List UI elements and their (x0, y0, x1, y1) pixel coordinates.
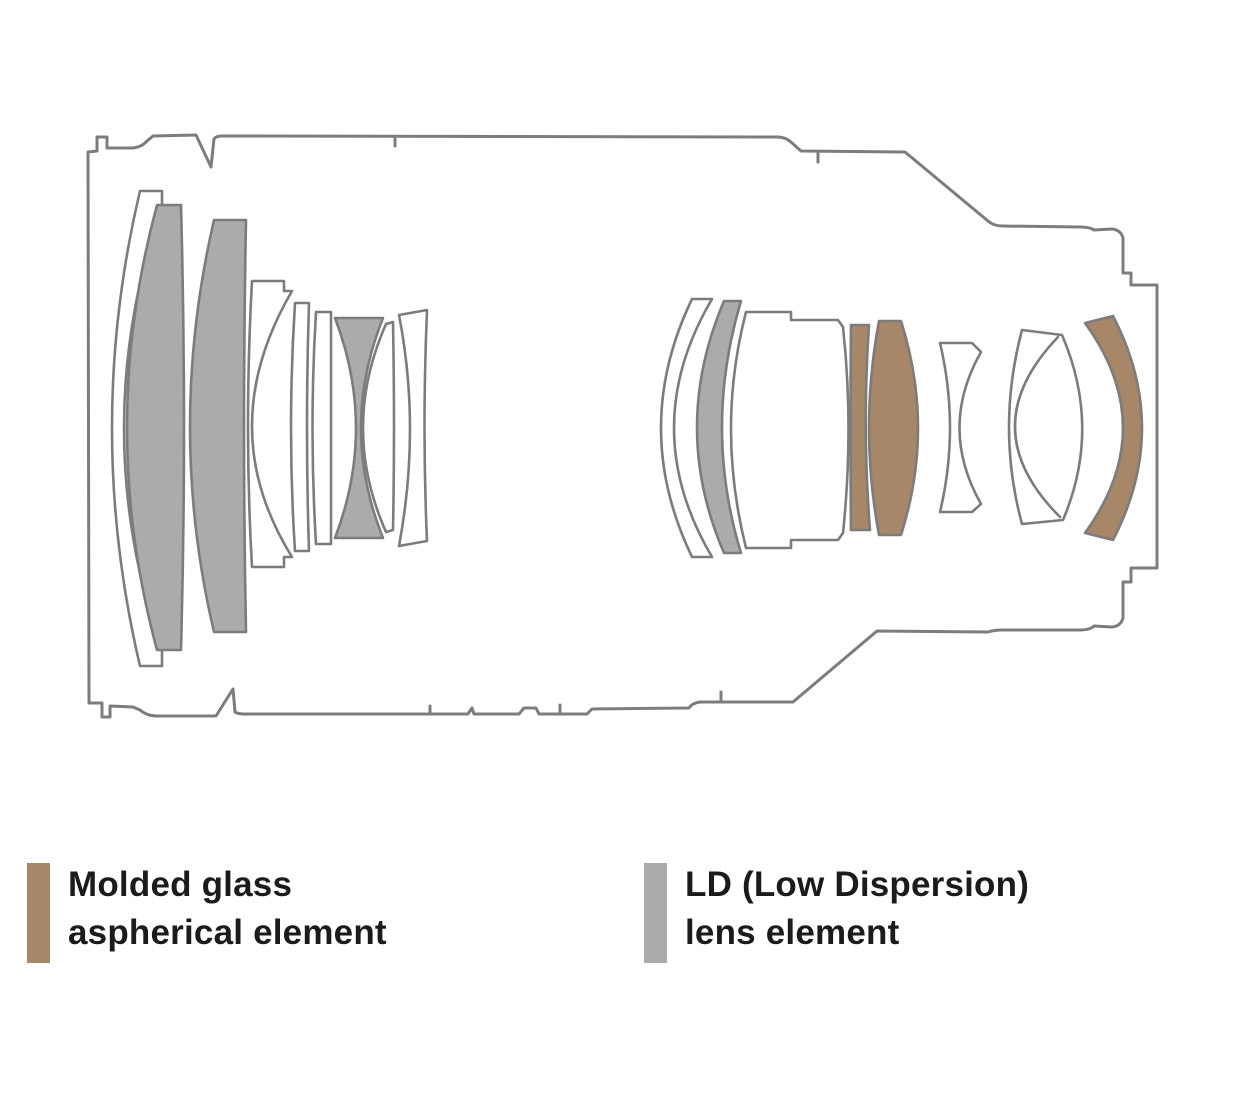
aspherical-legend-label: Molded glass aspherical element (68, 861, 387, 957)
legend-item-ld: LD (Low Dispersion) lens element (644, 863, 1029, 963)
front-element-3-ld (188, 218, 248, 634)
middle-element-4-aspherical (849, 323, 872, 532)
front-element-5 (289, 301, 311, 553)
front-element-7-ld-biconcave (333, 316, 385, 540)
rear-doublet (1007, 328, 1084, 526)
rear-element-1-biconcave (938, 341, 983, 514)
lens-barrel-outline (86, 133, 1159, 719)
front-element-9-meniscus (397, 308, 429, 548)
front-element-8-cemented (361, 320, 396, 534)
middle-element-5-aspherical-biconvex (867, 319, 920, 537)
legend: Molded glass aspherical element LD (Low … (0, 860, 1245, 980)
middle-element-2-ld-meniscus (695, 299, 743, 555)
front-element-4-meniscus (246, 279, 294, 569)
aspherical-color-swatch (27, 863, 50, 963)
middle-element-1-meniscus (659, 297, 714, 559)
aspherical-legend-line2: aspherical element (68, 913, 387, 952)
ld-legend-label: LD (Low Dispersion) lens element (685, 861, 1029, 957)
lens-cross-section-diagram (86, 133, 1159, 719)
rear-doublet-cement-line (1013, 335, 1062, 519)
front-element-6 (311, 310, 333, 546)
front-element-2-ld (125, 203, 186, 652)
ld-legend-line1: LD (Low Dispersion) (685, 865, 1030, 904)
ld-color-swatch (644, 863, 667, 963)
barrel-tick-marks (393, 135, 820, 715)
middle-element-3-biconvex (729, 310, 850, 550)
aspherical-legend-line1: Molded glass (68, 865, 293, 904)
legend-item-aspherical: Molded glass aspherical element (27, 863, 387, 963)
rear-element-aspherical-meniscus (1083, 314, 1144, 542)
ld-legend-line2: lens element (685, 913, 900, 952)
